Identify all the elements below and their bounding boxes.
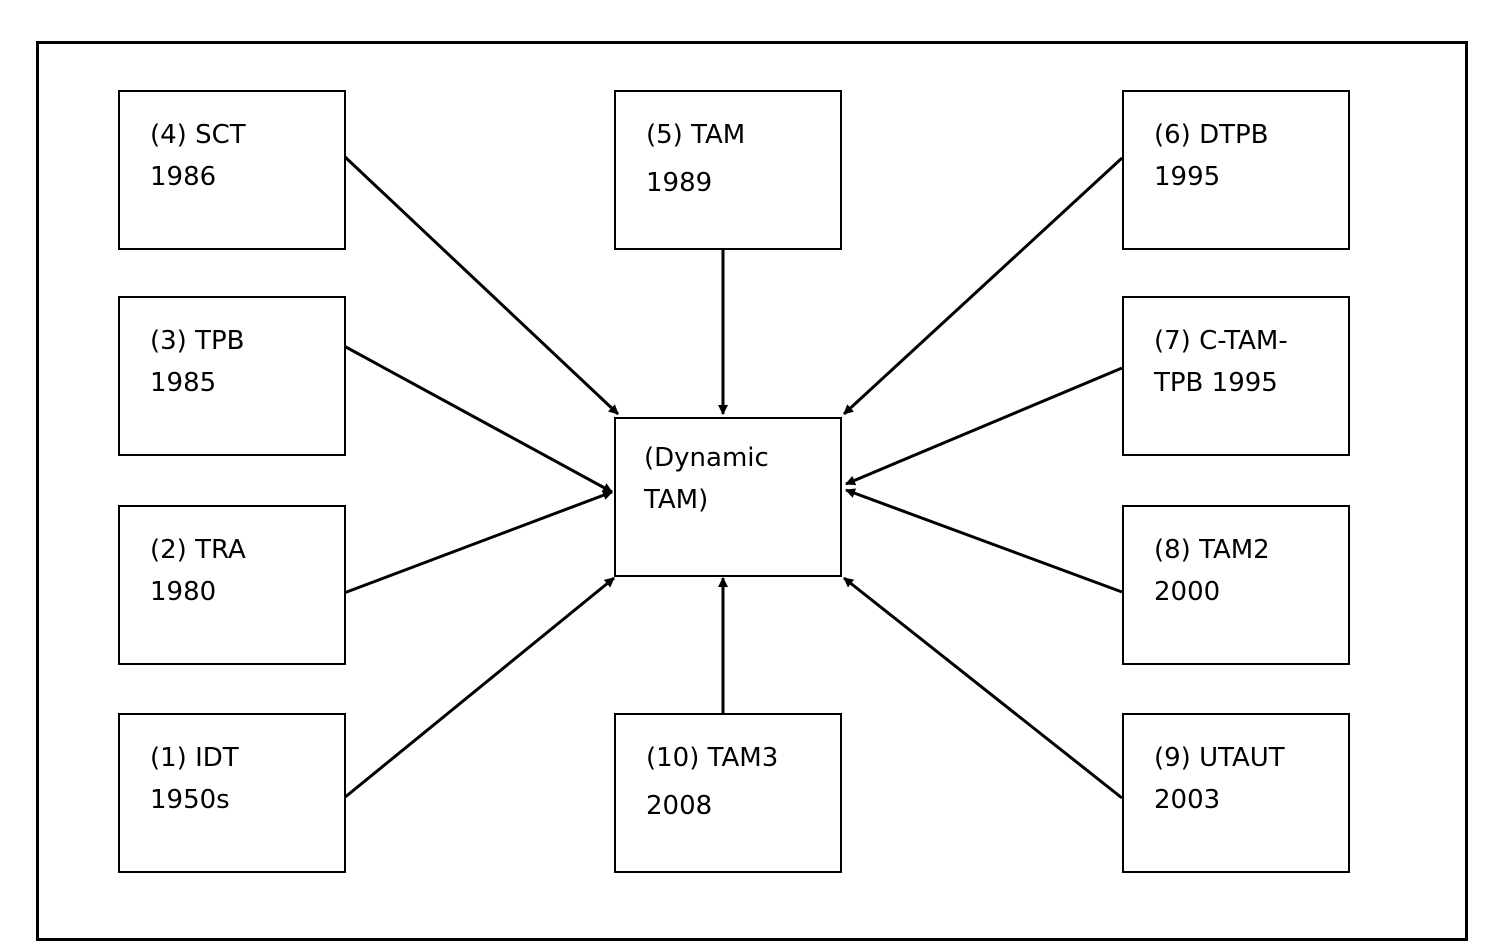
- node-utaut: (9) UTAUT 2003: [1122, 713, 1350, 873]
- arrow-dtpb-to-center: [842, 156, 1124, 416]
- node-year: 2008: [646, 791, 713, 821]
- node-label: (6) DTPB: [1154, 120, 1269, 150]
- node-idt: (1) IDT 1950s: [118, 713, 346, 873]
- node-label: (4) SCT: [150, 120, 246, 150]
- node-year: 1989: [646, 168, 713, 198]
- node-label: (8) TAM2: [1154, 535, 1270, 565]
- node-label: (3) TPB: [150, 326, 245, 356]
- center-label-line1: (Dynamic: [644, 443, 769, 473]
- node-tam: (5) TAM 1989: [614, 90, 842, 250]
- node-year: TPB 1995: [1154, 368, 1278, 398]
- arrow-utaut-to-center: [843, 576, 1123, 800]
- arrow-ctamtpb-to-center: [845, 366, 1123, 486]
- node-year: 1950s: [150, 785, 230, 815]
- node-tpb: (3) TPB 1985: [118, 296, 346, 456]
- node-label: (7) C-TAM-: [1154, 326, 1288, 356]
- node-year: 1985: [150, 368, 217, 398]
- node-year: 1995: [1154, 162, 1221, 192]
- node-label: (9) UTAUT: [1154, 743, 1285, 773]
- arrow-tra-to-center: [343, 490, 613, 595]
- arrow-tam2-to-center: [845, 488, 1123, 594]
- center-node-dynamic-tam: (Dynamic TAM): [614, 417, 842, 577]
- node-year: 2000: [1154, 577, 1221, 607]
- node-tam3: (10) TAM3 2008: [614, 713, 842, 873]
- arrow-sct-to-center: [342, 154, 620, 416]
- node-label: (2) TRA: [150, 535, 246, 565]
- node-year: 1980: [150, 577, 217, 607]
- node-dtpb: (6) DTPB 1995: [1122, 90, 1350, 250]
- node-tra: (2) TRA 1980: [118, 505, 346, 665]
- node-year: 2003: [1154, 785, 1221, 815]
- node-label: (5) TAM: [646, 120, 746, 150]
- node-label: (1) IDT: [150, 743, 239, 773]
- arrows-layer: [342, 154, 1124, 800]
- arrow-idt-to-center: [343, 576, 615, 800]
- node-tam2: (8) TAM2 2000: [1122, 505, 1350, 665]
- node-c-tam-tpb: (7) C-TAM- TPB 1995: [1122, 296, 1350, 456]
- arrow-tpb-to-center: [343, 344, 613, 494]
- center-label-line2: TAM): [644, 485, 709, 515]
- node-label: (10) TAM3: [646, 743, 779, 773]
- node-sct: (4) SCT 1986: [118, 90, 346, 250]
- node-year: 1986: [150, 162, 217, 192]
